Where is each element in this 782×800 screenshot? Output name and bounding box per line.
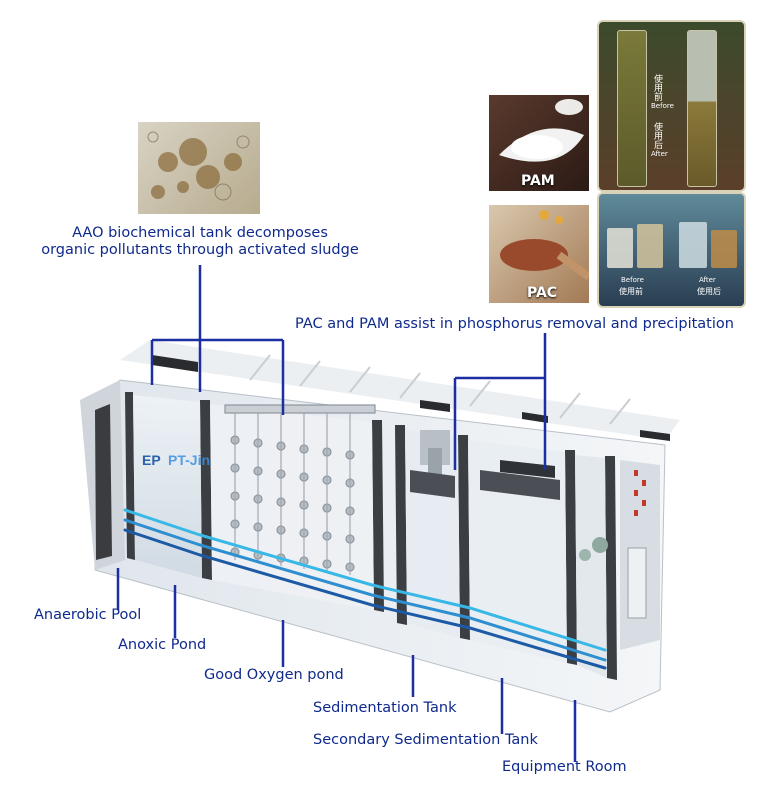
cylinder-comparison-photo: 使用前 Before 使用后 After: [597, 20, 746, 192]
beaker-after-en: After: [699, 276, 716, 284]
microscope-sludge-photo: [138, 122, 260, 214]
equipment-room-internals: [579, 460, 660, 650]
pac-label: PAC: [527, 285, 558, 301]
pam-label: PAM: [521, 173, 555, 189]
beaker-before-cn: 使用前: [619, 287, 643, 296]
brand-logo: EP: [142, 452, 161, 468]
cyl-after-en: After: [651, 150, 668, 158]
beaker-before-en: Before: [621, 276, 644, 284]
cyl-before-cn: 使用前: [652, 74, 662, 101]
label-good-oxygen-pond: Good Oxygen pond: [204, 667, 344, 683]
label-sedimentation-tank: Sedimentation Tank: [313, 700, 457, 716]
label-anoxic-pond: Anoxic Pond: [118, 637, 207, 653]
water-flow-lines: [123, 508, 607, 670]
brand-product: PT-Jin: [168, 452, 211, 468]
label-anaerobic-pool: Anaerobic Pool: [34, 607, 142, 623]
aao-annotation: AAO biochemical tank decomposes organic …: [30, 225, 370, 260]
label-secondary-sedimentation-tank: Secondary Sedimentation Tank: [313, 732, 538, 748]
aao-line-1: AAO biochemical tank decomposes: [72, 225, 328, 241]
pac-photo: PAC: [489, 205, 589, 303]
label-equipment-room: Equipment Room: [502, 759, 627, 775]
cyl-before-en: Before: [651, 102, 674, 110]
aao-line-2: organic pollutants through activated slu…: [41, 242, 359, 259]
cyl-after-cn: 使用后: [652, 122, 662, 149]
beaker-comparison-photo: Before 使用前 After 使用后: [597, 192, 746, 308]
beaker-after-cn: 使用后: [697, 287, 721, 296]
pac-pam-annotation: PAC and PAM assist in phosphorus removal…: [295, 316, 734, 332]
pam-photo: PAM: [489, 95, 589, 191]
